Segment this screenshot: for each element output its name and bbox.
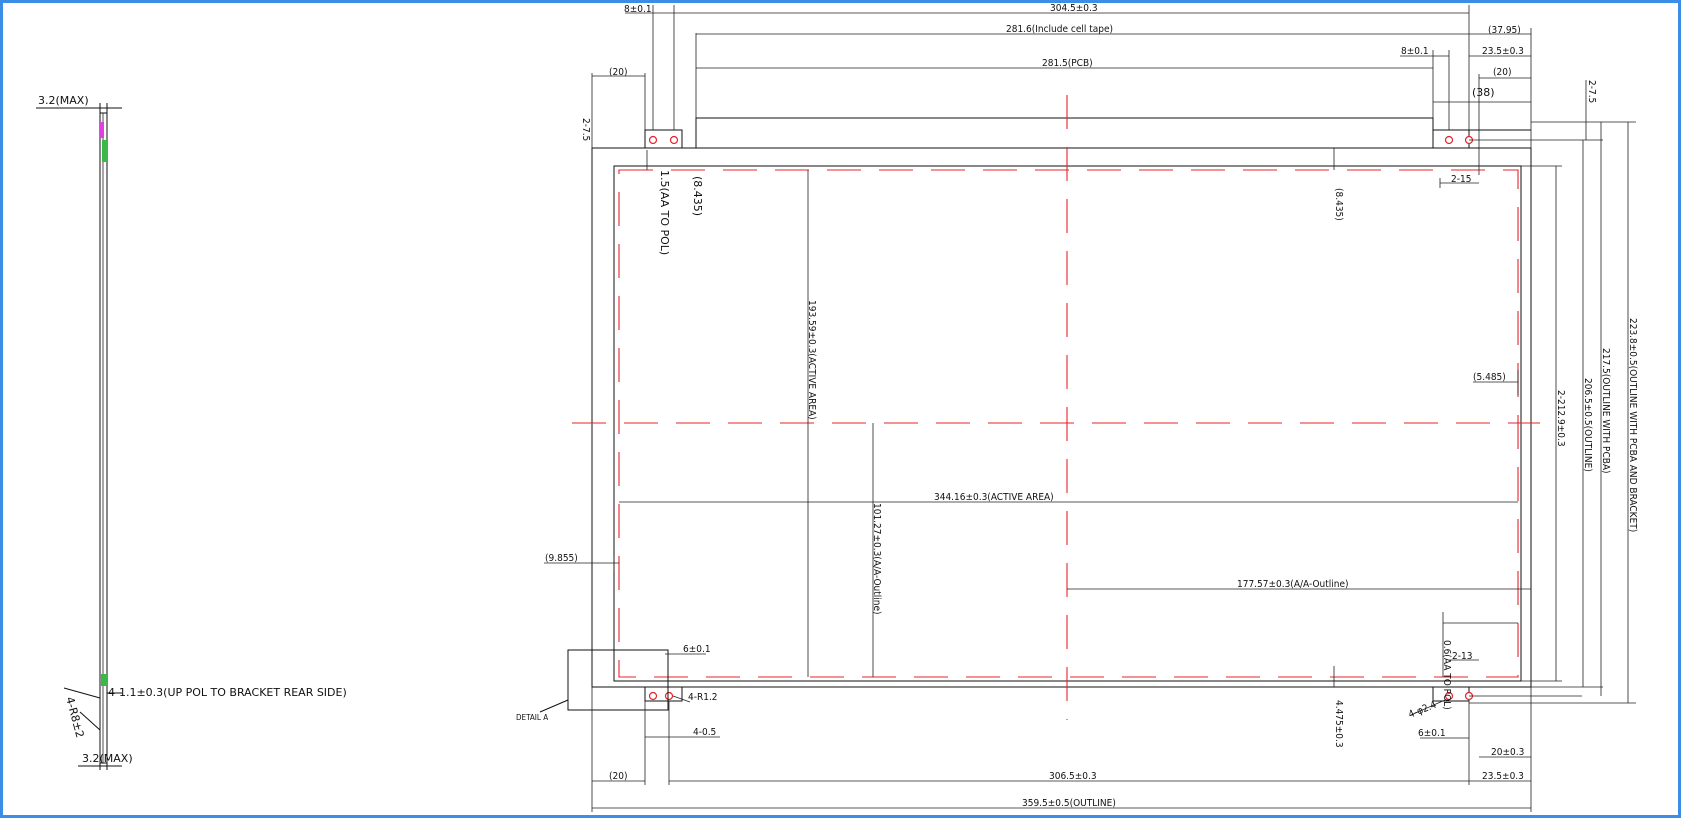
dim-2-7-5: 2-7.5 bbox=[580, 118, 591, 141]
dim-37-95: (37.95) bbox=[1488, 25, 1521, 36]
bottom-dimensions: 6±0.1 4-R1.2 4-0.5 4.475±0.3 0.6(AA TO P… bbox=[591, 612, 1532, 812]
right-dimensions: 2-7.5 2-212.9±0.3 206.5±0.5(OUTLINE) 217… bbox=[1469, 80, 1638, 704]
dim-223: 223.8±0.5(OUTLINE WITH PCBA AND BRACKET) bbox=[1627, 318, 1638, 532]
dim-6-left: 6±0.1 bbox=[683, 644, 711, 655]
dim-8-435-left: (8.435) bbox=[691, 176, 704, 216]
side-thickness-top: 3.2(MAX) bbox=[38, 94, 89, 107]
dim-2-212: 2-212.9±0.3 bbox=[1555, 390, 1566, 447]
dim-4-2-4: 4-φ2.4 bbox=[1407, 700, 1438, 721]
dim-4-0-5: 4-0.5 bbox=[693, 727, 716, 738]
dim-6-right: 6±0.1 bbox=[1418, 728, 1446, 739]
dim-5-485: (5.485) bbox=[1473, 372, 1506, 383]
dim-20-right-top: (20) bbox=[1493, 67, 1511, 78]
front-view: DETAIL A bbox=[516, 95, 1540, 722]
dim-8-right: 8±0.1 bbox=[1401, 46, 1429, 57]
side-holes-note: 4-1.1±0.3(UP POL TO BRACKET REAR SIDE) bbox=[108, 686, 347, 699]
dim-23-5-bottom: 23.5±0.3 bbox=[1482, 771, 1524, 782]
dim-r1-2: 4-R1.2 bbox=[688, 692, 718, 703]
dim-344: 344.16±0.3(ACTIVE AREA) bbox=[934, 492, 1054, 503]
dim-2-7-5-right: 2-7.5 bbox=[1586, 80, 1597, 103]
side-view: 3.2(MAX) 4-1.1±0.3(UP POL TO BRACKET REA… bbox=[36, 94, 347, 770]
side-radius-note: 4-R8±2 bbox=[63, 695, 86, 739]
dim-177: 177.57±0.3(A/A-Outline) bbox=[1237, 579, 1349, 590]
dim-23-5-top: 23.5±0.3 bbox=[1482, 46, 1524, 57]
panel-outline bbox=[591, 147, 1532, 688]
dim-9-855: (9.855) bbox=[545, 553, 578, 564]
dim-38: (38) bbox=[1472, 86, 1495, 99]
dim-0-6: 0.6(AA TO POL) bbox=[1441, 640, 1452, 710]
dim-281-6: 281.6(Include cell tape) bbox=[1006, 24, 1113, 35]
dim-101: 101.27±0.3(A/A-Outline) bbox=[871, 503, 882, 615]
dim-20-left-top: (20) bbox=[609, 67, 627, 78]
dim-20-bottom-left: (20) bbox=[609, 771, 627, 782]
top-dimensions: 8±0.1 304.5±0.3 281.6(Include cell tape)… bbox=[580, 3, 1532, 175]
detail-label: DETAIL A bbox=[516, 713, 548, 722]
dim-20-bottom-right: 20±0.3 bbox=[1491, 747, 1524, 758]
dim-aa-to-pol: 1.5(AA TO POL) bbox=[658, 170, 671, 255]
dim-8-435-mid: (8.435) bbox=[1333, 188, 1344, 221]
dim-281-5: 281.5(PCB) bbox=[1042, 58, 1093, 69]
dim-2-15: 2-15 bbox=[1451, 174, 1471, 185]
internal-dimensions: (8.435) 1.5(AA TO POL) (8.435) 2-15 193.… bbox=[544, 148, 1531, 677]
dim-217: 217.5(OUTLINE WITH PCBA) bbox=[1600, 348, 1611, 474]
dim-359: 359.5±0.5(OUTLINE) bbox=[1022, 798, 1116, 809]
dim-306: 306.5±0.3 bbox=[1049, 771, 1097, 782]
dim-206: 206.5±0.5(OUTLINE) bbox=[1582, 378, 1593, 472]
dim-304-5: 304.5±0.3 bbox=[1050, 3, 1098, 14]
dim-8-top: 8±0.1 bbox=[624, 4, 652, 15]
dim-193: 193.59±0.3(ACTIVE AREA) bbox=[806, 300, 817, 420]
side-thickness-bottom: 3.2(MAX) bbox=[82, 752, 133, 765]
dim-2-13: 2-13 bbox=[1452, 651, 1472, 662]
dim-4-475: 4.475±0.3 bbox=[1333, 700, 1344, 748]
